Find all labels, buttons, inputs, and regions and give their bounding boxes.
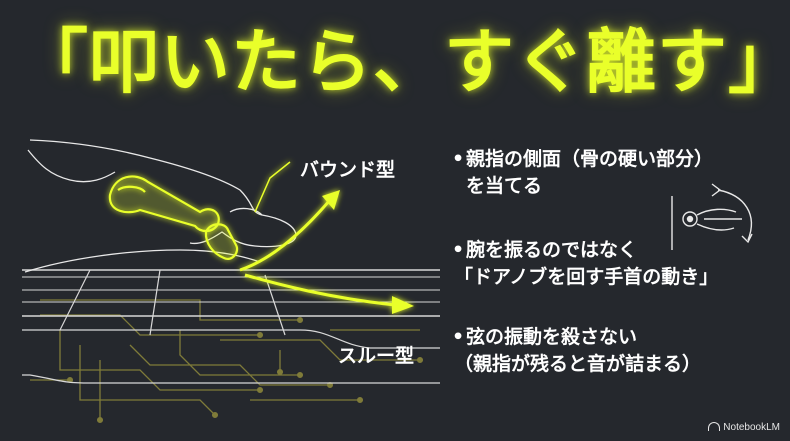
tip-line: 親指の側面（骨の硬い部分） [466, 148, 714, 170]
slide-title: 「叩いたら、すぐ離す」 [18, 21, 790, 103]
fret-wires [59, 269, 286, 336]
tip-item: •腕を振るのではなく 「ドアノブを回す手首の動き」 [452, 237, 718, 291]
notebooklm-logo-icon [708, 422, 721, 431]
through-arrow-icon [244, 273, 414, 314]
through-type-label: スルー型 [338, 345, 415, 367]
guitar-strings [22, 269, 440, 384]
tip-line: 弦の振動を殺さない [466, 326, 638, 348]
tip-line: （親指が残ると音が詰まる） [454, 353, 702, 375]
wrist-rotation-icon [671, 183, 753, 250]
circuit-board [30, 299, 424, 424]
notebooklm-watermark: NotebookLM [708, 422, 780, 433]
tip-item: •親指の側面（骨の硬い部分） を当てる [452, 146, 713, 200]
bound-type-label: バウンド型 [300, 159, 396, 181]
tip-line: を当てる [466, 175, 543, 197]
tip-line: 「ドアノブを回す手首の動き」 [454, 266, 719, 288]
tip-item: •弦の振動を殺さない （親指が残ると音が詰まる） [452, 324, 701, 378]
watermark-text: NotebookLM [723, 422, 780, 433]
bounce-arrow-icon [239, 161, 340, 272]
tip-line: 腕を振るのではなく [466, 239, 638, 261]
thumb-bone-icon [108, 175, 239, 260]
